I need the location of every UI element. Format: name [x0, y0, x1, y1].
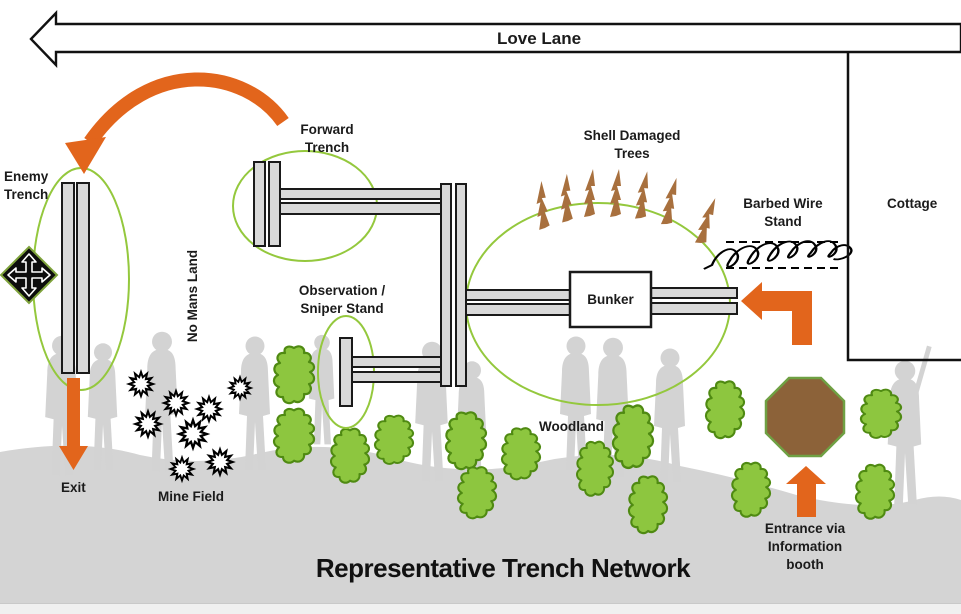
barbed-wire-icon: [703, 240, 853, 270]
cottage-boundary: [846, 52, 961, 362]
sniper-stand-bar: [339, 337, 353, 407]
forward-trench-bar: [253, 161, 266, 247]
woodland-label: Woodland: [539, 419, 604, 434]
entrance-arrow-icon: [786, 466, 826, 517]
ground-band: [0, 445, 961, 603]
love-lane-road-arrow-icon: [29, 10, 961, 68]
exit-label: Exit: [61, 480, 86, 495]
communication-trench: [455, 183, 467, 387]
shell-damaged-trees-label: Shell Damaged Trees: [583, 128, 681, 161]
no-mans-land-label: No Mans Land: [185, 249, 201, 343]
forward-trench-bar: [268, 161, 281, 247]
forward-link-trench: [279, 188, 444, 200]
enemy-trench-bar: [61, 182, 75, 374]
bunker-link-trench: [465, 303, 571, 316]
barbed-wire-stand-label: Barbed Wire Stand: [743, 196, 823, 229]
bunker-link-trench: [650, 287, 738, 299]
bottom-strip: [0, 603, 961, 614]
love-lane-label: Love Lane: [497, 29, 582, 48]
sniper-link-trench: [351, 356, 442, 368]
sniper-link-trench: [351, 371, 442, 383]
communication-trench: [440, 183, 452, 387]
trench-bars: [61, 161, 738, 407]
forward-link-trench: [279, 202, 444, 215]
observation-sniper-label: Observation / Sniper Stand: [298, 283, 386, 316]
exit-arrow-icon: [59, 378, 88, 470]
bunker-link-trench: [650, 302, 738, 315]
entrance-label: Entrance via Information booth: [764, 521, 846, 572]
forward-trench-label: Forward Trench: [300, 122, 354, 155]
soldier-silhouettes: [45, 331, 932, 505]
page-title: Representative Trench Network: [315, 553, 691, 583]
curved-attack-arrowhead: [65, 137, 106, 174]
mine-field-label: Mine Field: [158, 489, 225, 504]
enemy-trench-label: Enemy Trench: [4, 169, 49, 202]
curved-attack-arrow-icon: [84, 72, 289, 147]
bunker-label: Bunker: [587, 291, 634, 307]
enemy-trench-bar: [76, 182, 90, 374]
information-booth-octagon: [764, 376, 846, 458]
four-way-move-icon: [0, 245, 59, 305]
trench-entry-arrow-icon: [741, 282, 812, 345]
cottage-label: Cottage: [887, 196, 938, 211]
bunker-box: [568, 270, 653, 329]
orange-arrows: [59, 72, 826, 517]
bunker-link-trench: [465, 289, 571, 301]
